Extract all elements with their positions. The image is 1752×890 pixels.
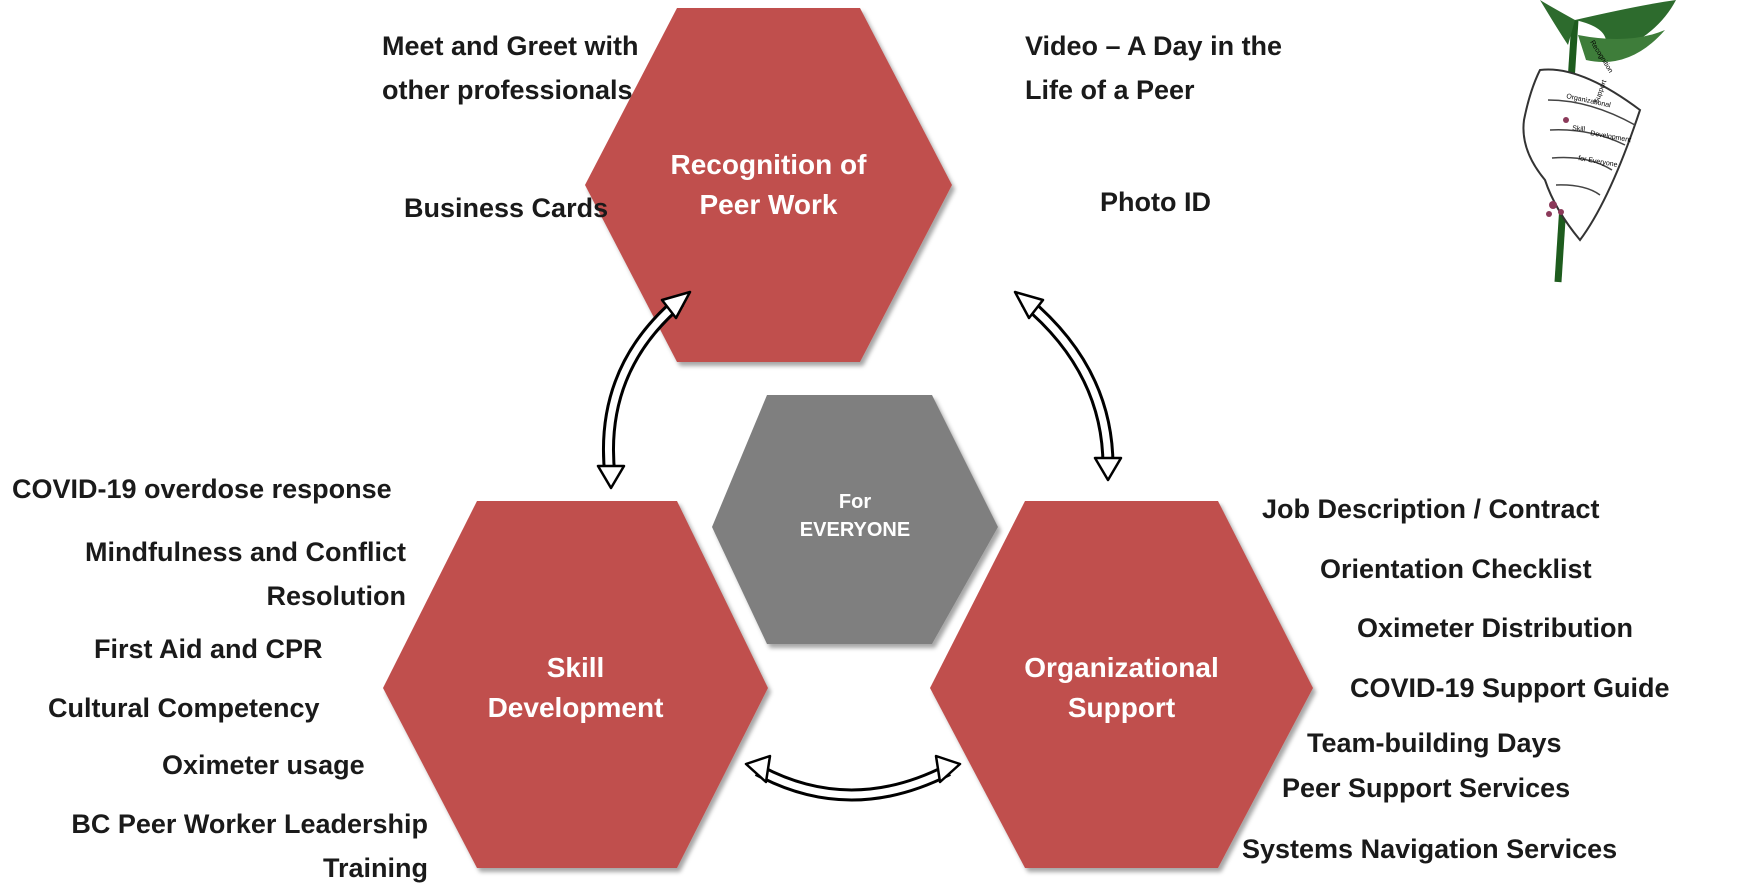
bc-leadership-line1: BC Peer Worker Leadership — [71, 809, 428, 839]
organizational-hex-label-line2: Support — [1067, 692, 1176, 723]
bc-leadership-item: BC Peer Worker Leadership Training — [4, 802, 428, 890]
recognition-hex-label: Recognition of Peer Work — [585, 145, 952, 225]
meet-and-greet-line2: other professionals — [382, 75, 633, 105]
orientation-checklist-item: Orientation Checklist — [1320, 554, 1592, 584]
organizational-hex-label: Organizational Support — [930, 648, 1313, 728]
center-hexagon — [712, 395, 998, 644]
arrow-recognition-organizational — [1013, 290, 1123, 482]
recognition-hex-label-line2: Peer Work — [699, 189, 838, 220]
photo-id-item: Photo ID — [1100, 187, 1211, 217]
recognition-hex-label-line1: Recognition of — [670, 149, 867, 180]
skill-hex-label-line1: Skill — [546, 652, 605, 683]
covid-overdose-item: COVID-19 overdose response — [12, 474, 392, 504]
team-building-item: Team-building Days — [1307, 728, 1562, 758]
job-description-item: Job Description / Contract — [1262, 494, 1600, 524]
cultural-competency-item: Cultural Competency — [48, 693, 320, 723]
arrow-recognition-skill — [596, 290, 692, 490]
arrow-skill-organizational — [744, 754, 962, 802]
first-aid-item: First Aid and CPR — [94, 634, 323, 664]
organizational-hex-label-line1: Organizational — [1024, 652, 1219, 683]
organizational-hexagon — [930, 501, 1313, 868]
video-line1: Video – A Day in the — [1025, 31, 1283, 61]
meet-and-greet-item: Meet and Greet with other professionals — [382, 24, 639, 112]
oximeter-usage-item: Oximeter usage — [162, 750, 365, 780]
center-hex-label-line2: EVERYONE — [799, 519, 911, 541]
mindfulness-line2: Resolution — [266, 581, 407, 611]
hand-plant-logo — [1522, 0, 1676, 283]
center-hex-label: For EVERYONE — [712, 488, 998, 544]
systems-navigation-item: Systems Navigation Services — [1242, 834, 1618, 864]
skill-hex-label-line2: Development — [487, 692, 664, 723]
skill-hex-label: Skill Development — [383, 648, 768, 728]
recognition-hexagon — [585, 8, 952, 362]
video-item: Video – A Day in the Life of a Peer — [1025, 24, 1282, 112]
bc-leadership-line2: Training — [322, 853, 428, 883]
video-line2: Life of a Peer — [1025, 75, 1195, 105]
business-cards-item: Business Cards — [404, 193, 609, 223]
center-hex-label-line1: For — [838, 491, 872, 513]
covid-support-guide-item: COVID-19 Support Guide — [1350, 673, 1670, 703]
peer-support-services-item: Peer Support Services — [1282, 773, 1571, 803]
oximeter-distribution-item: Oximeter Distribution — [1357, 613, 1634, 643]
logo-word: Skill — [1572, 125, 1586, 133]
mindfulness-item: Mindfulness and Conflict Resolution — [20, 530, 406, 618]
skill-hexagon — [383, 501, 768, 868]
meet-and-greet-line1: Meet and Greet with — [382, 31, 639, 61]
mindfulness-line1: Mindfulness and Conflict — [85, 537, 406, 567]
